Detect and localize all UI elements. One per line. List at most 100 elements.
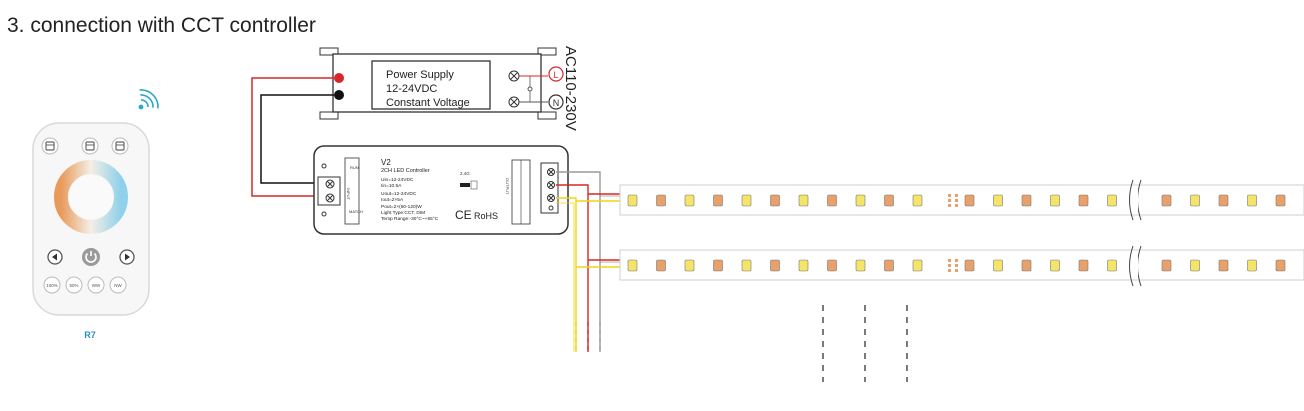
zone-button	[81, 137, 99, 155]
led-chip	[964, 259, 975, 272]
solder-pad	[948, 264, 951, 267]
solder-pad	[955, 194, 958, 197]
led-chip	[656, 194, 666, 207]
neutral-terminal-icon: N	[548, 94, 564, 110]
controller-light-type: Light Type:CCT, DIM	[381, 210, 425, 216]
led-chip	[1218, 194, 1229, 207]
ac-voltage-label: AC110-230V	[562, 46, 579, 131]
led-chip	[827, 259, 837, 272]
frequency-label: 2.4G	[460, 171, 470, 176]
led-chip	[1247, 259, 1257, 272]
svg-text:N: N	[553, 98, 560, 108]
output-terminal-screw	[547, 181, 555, 189]
page-title: 3. connection with CCT controller	[7, 14, 316, 37]
led-chip	[1190, 259, 1200, 272]
wireless-signal-icon	[138, 89, 159, 110]
preset-nw-button: NW	[114, 283, 122, 288]
led-chip	[770, 259, 780, 272]
led-chip	[627, 194, 638, 207]
controller-iin: Iin=10.5A	[381, 183, 402, 189]
led-chip	[713, 194, 723, 207]
psu-label-line3: Constant Voltage	[386, 97, 470, 109]
cct-touch-ring	[54, 160, 128, 234]
controller-iout: Iout=2×5A	[381, 197, 404, 203]
svg-text:L: L	[553, 70, 558, 80]
remote-model-label: R7	[84, 330, 96, 340]
led-chip	[1021, 194, 1032, 207]
psu-negative-terminal	[334, 90, 344, 100]
led-chip	[684, 194, 695, 207]
led-chip	[798, 194, 809, 207]
led-strip	[619, 184, 1304, 216]
led-chip	[1190, 194, 1200, 207]
led-chip	[1107, 194, 1117, 207]
power-supply: Power Supply 12-24VDC Constant Voltage	[319, 47, 557, 120]
match-label: MATCH	[349, 209, 363, 214]
psu-ac-terminal-n	[508, 96, 520, 108]
input-terminal-screw	[325, 193, 335, 203]
solder-pad	[948, 199, 951, 202]
psu-label-line1: Power Supply	[386, 69, 454, 81]
led-chip	[993, 194, 1003, 207]
led-chip	[912, 194, 923, 207]
led-chip	[1275, 194, 1286, 207]
solder-pad	[955, 269, 958, 272]
preset-ww-button: WW	[92, 283, 101, 288]
psu-positive-terminal	[334, 73, 344, 83]
zone-button	[41, 137, 59, 155]
led-chip	[713, 259, 723, 272]
solder-pad	[948, 269, 951, 272]
psu-label-line2: 12-24VDC	[386, 83, 437, 95]
controller-uout: Uout=12-24VDC	[381, 191, 417, 197]
led-chip	[1218, 259, 1229, 272]
preset-50-button: 50%	[69, 283, 78, 288]
led-chip	[1050, 259, 1060, 272]
led-chip	[855, 194, 866, 207]
led-chip	[741, 259, 752, 272]
solder-pad	[955, 264, 958, 267]
run-label: RUN	[350, 165, 359, 170]
input-terminal-screw	[325, 179, 335, 189]
led-chip	[1050, 194, 1060, 207]
solder-pad	[955, 199, 958, 202]
power-icon	[82, 248, 100, 266]
right-arrow-icon	[119, 249, 135, 265]
left-arrow-icon	[47, 249, 63, 265]
controller-subtitle: 2CH LED Controller	[381, 168, 430, 174]
output-label: OUTPUT	[505, 178, 510, 195]
led-chip	[855, 259, 866, 272]
solder-pad	[955, 204, 958, 207]
remote-r7: 100% 50% WW NW	[32, 122, 150, 316]
led-chip	[964, 194, 975, 207]
led-chip	[1161, 259, 1172, 272]
led-chip	[770, 194, 780, 207]
led-chip	[827, 194, 837, 207]
live-terminal-icon: L	[548, 66, 564, 82]
solder-pad	[955, 259, 958, 262]
led-chip	[656, 259, 666, 272]
led-chip	[741, 194, 752, 207]
led-chip	[884, 194, 894, 207]
controller-uin: Uin=12-24VDC	[381, 177, 414, 183]
ce-mark: CE	[455, 208, 472, 222]
output-wires	[556, 171, 620, 352]
led-chip	[1078, 194, 1089, 207]
led-chip	[912, 259, 923, 272]
controller-temp-range: Temp Range:-30°C~+55°C	[381, 216, 439, 222]
input-label: INPUT	[346, 188, 351, 201]
led-chip	[1078, 259, 1089, 272]
output-terminal-screw	[547, 194, 555, 202]
led-chip	[1161, 194, 1172, 207]
led-chip	[1107, 259, 1117, 272]
preset-100-button: 100%	[46, 283, 58, 288]
led-chip	[1021, 259, 1032, 272]
led-chip	[798, 259, 809, 272]
psu-ac-terminal-l	[508, 70, 520, 82]
led-chip	[1275, 259, 1286, 272]
output-terminal-screw	[547, 168, 555, 176]
led-layer	[627, 194, 1286, 272]
rohs-mark: RoHS	[474, 211, 498, 221]
continuation-dashes	[822, 305, 908, 382]
